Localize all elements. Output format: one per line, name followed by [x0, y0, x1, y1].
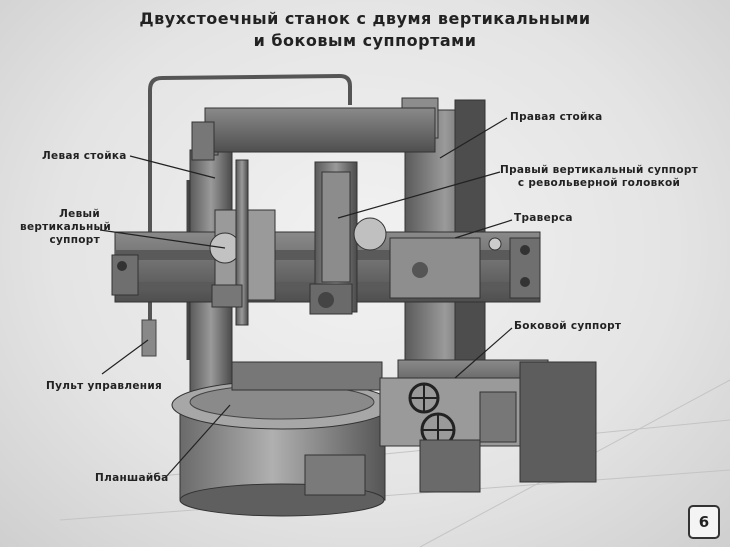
left-vertical-support — [209, 159, 276, 326]
control-panel-pendant — [141, 319, 157, 357]
faceplate-table — [171, 361, 393, 517]
label-side-support: Боковой суппорт — [514, 320, 622, 332]
pipe — [148, 73, 352, 320]
label-right-column: Правая стойка — [510, 111, 603, 123]
label-left-vertical-support-line-1: Левый — [59, 208, 100, 220]
label-left-vertical-support: Левый вертикальный суппорт — [20, 208, 111, 247]
top-beam-end — [191, 121, 215, 161]
leader-lines — [99, 117, 513, 479]
label-faceplate: Планшайба — [95, 472, 169, 484]
title-line-1: Двухстоечный станок с двумя вертикальным… — [139, 9, 591, 28]
right-vertical-support — [309, 161, 502, 315]
slide-title: Двухстоечный станок с двумя вертикальным… — [0, 8, 730, 52]
label-right-vertical-support-line-2: с револьверной головкой — [517, 177, 681, 189]
label-right-vertical-support: Правый вертикальный суппорт с револьверн… — [500, 164, 698, 190]
page-number-badge: 6 — [688, 505, 720, 539]
title-line-2: и боковым суппортами — [253, 31, 477, 50]
label-left-vertical-support-line-3: суппорт — [49, 234, 100, 246]
label-left-column: Левая стойка — [42, 150, 127, 162]
label-right-vertical-support-line-1: Правый вертикальный суппорт — [500, 164, 699, 176]
label-control-panel: Пульт управления — [46, 380, 163, 392]
top-beam — [204, 107, 436, 153]
side-support — [379, 359, 597, 493]
label-crossrail: Траверса — [514, 212, 573, 224]
label-left-vertical-support-line-2: вертикальный — [20, 221, 111, 233]
